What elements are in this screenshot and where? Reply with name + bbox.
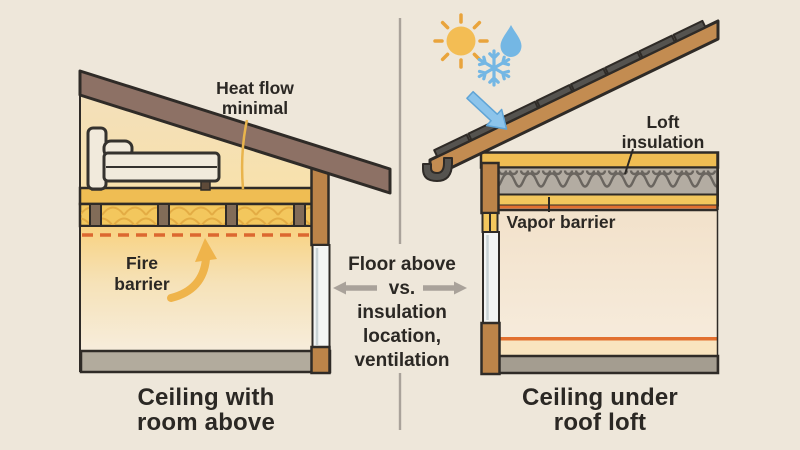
floor-slab xyxy=(79,349,332,374)
gutter xyxy=(422,157,453,182)
sun-icon xyxy=(433,13,489,69)
loft-ceiling-layers xyxy=(479,151,720,212)
snowflake-icon xyxy=(477,49,511,87)
heat-flow-leader-line xyxy=(240,119,249,190)
center-divider xyxy=(333,18,467,430)
wall-plate xyxy=(481,212,499,233)
heat-entry-arrow-icon xyxy=(466,90,508,130)
wall-post-top xyxy=(480,161,500,215)
bed xyxy=(86,126,221,191)
window xyxy=(482,231,500,324)
compare-arrow-right xyxy=(423,281,467,295)
attic-floor-board xyxy=(78,186,314,206)
boarding-layer xyxy=(479,151,720,169)
left-house-section xyxy=(78,69,392,375)
vapor-barrier-label: Vapor barrier xyxy=(506,212,616,232)
droplet-icon xyxy=(500,25,522,57)
comparison-label: Floor above vs. insulation location, ven… xyxy=(348,254,456,371)
vapor-barrier-layer xyxy=(496,193,719,212)
compare-arrow-left xyxy=(333,281,377,295)
loft-room xyxy=(499,207,718,337)
ceiling-insulation-layer xyxy=(78,202,314,228)
wall-post-bottom xyxy=(310,345,331,375)
right-panel-title: Ceiling under roof loft xyxy=(522,384,678,436)
loft-insulation-label: Loft insulation xyxy=(621,112,705,152)
fire-barrier-label: Fire barrier xyxy=(114,253,170,294)
right-house-section xyxy=(422,13,720,376)
heat-flow-label: Heat flow minimal xyxy=(216,78,294,118)
left-panel-title: Ceiling with room above xyxy=(136,384,276,436)
loft-insulation-layer xyxy=(496,166,719,196)
fire-barrier-arrow xyxy=(167,238,217,302)
wall-post-top xyxy=(310,165,330,247)
floor-layers xyxy=(497,337,720,375)
loft-insulation-pointer xyxy=(624,148,634,175)
wall-post-bottom xyxy=(480,321,501,376)
